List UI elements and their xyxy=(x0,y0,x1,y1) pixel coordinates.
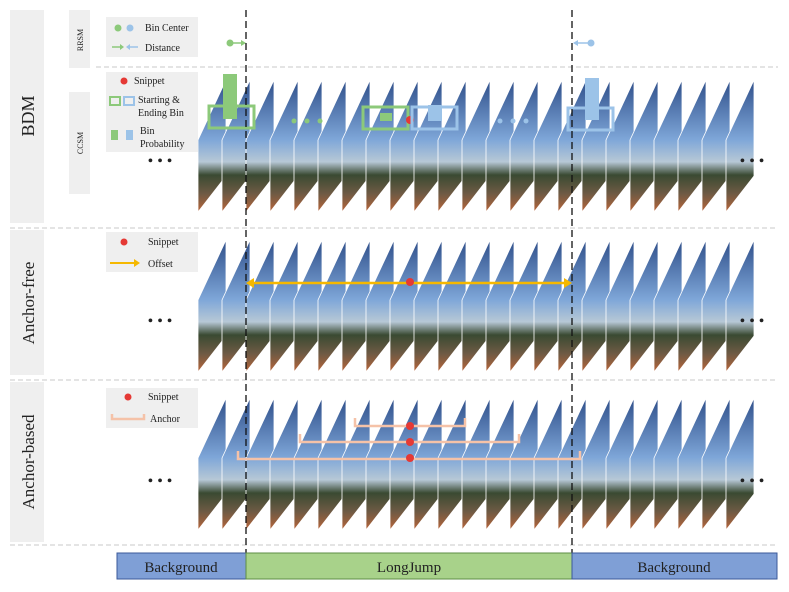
snippet-dot-icon xyxy=(120,77,128,85)
legend-ending-bin-text: Ending Bin xyxy=(138,108,184,119)
timeline-label-background-end: Background xyxy=(637,560,711,576)
end-probability-bar xyxy=(585,78,599,120)
row-label-anchor-based: Anchor-based xyxy=(19,414,38,510)
legend-ccsm xyxy=(106,72,198,152)
legend-anchor-based xyxy=(106,388,198,428)
frame-stack-anchor-free xyxy=(197,239,755,374)
ellipsis-right-anchor-free: • • • xyxy=(740,313,765,330)
snippet-dot-anchor-medium xyxy=(406,438,414,446)
bin-dot xyxy=(291,118,297,124)
video-frame xyxy=(725,79,755,214)
video-frame xyxy=(725,239,755,374)
timeline-segment-background-start xyxy=(116,552,247,580)
ellipsis-right-bdm: • • • xyxy=(740,153,765,170)
start-probability-bar xyxy=(223,74,237,119)
legend-anchor-text: Anchor xyxy=(150,414,181,425)
row-label-anchor-free: Anchor-free xyxy=(19,262,38,345)
video-frame xyxy=(725,397,755,532)
legend-probability-text: Probability xyxy=(140,139,184,150)
start-bin-box xyxy=(207,104,256,130)
row-label-bdm: BDM xyxy=(18,95,38,136)
snippet-dot-anchor-large xyxy=(406,454,414,462)
snippet-dot-icon xyxy=(124,393,132,401)
legend-offset-text: Offset xyxy=(148,259,173,270)
end-bin-box xyxy=(566,106,615,132)
probability-blue-bar-icon xyxy=(126,130,133,140)
ending-bin-icon xyxy=(123,96,135,106)
offset-right-arrowhead xyxy=(564,278,572,288)
legend-bin-text: Bin xyxy=(140,126,154,137)
offset-left-arrowhead xyxy=(246,278,254,288)
bin-dot xyxy=(304,118,310,124)
legend-bin-center-text: Bin Center xyxy=(145,23,189,34)
legend-anchor-free xyxy=(106,232,198,272)
bin-dot xyxy=(497,118,503,124)
row-label-panel-anchor-free xyxy=(10,230,44,375)
rrsm-start-arrowhead-icon xyxy=(241,40,246,46)
timeline-segment-action xyxy=(245,552,573,580)
snippet-dot-icon xyxy=(120,238,128,246)
sublabel-ccsm: CCSM xyxy=(76,132,85,154)
snippet-start-probability-bar xyxy=(380,113,392,121)
legend-rrsm xyxy=(106,17,198,57)
bin-dot xyxy=(317,118,323,124)
offset-arrowhead-icon xyxy=(134,259,140,267)
bin-dot xyxy=(510,118,516,124)
rrsm-end-arrowhead-icon xyxy=(573,40,578,46)
sublabel-rrsm: RRSM xyxy=(76,29,85,51)
ellipsis-right-anchor-based: • • • xyxy=(740,473,765,490)
probability-green-bar-icon xyxy=(111,130,118,140)
sublabel-panel-ccsm xyxy=(69,92,90,194)
distance-green-arrowhead-icon xyxy=(120,44,124,50)
rrsm-end-bin-center-icon xyxy=(587,39,595,47)
rrsm-start-bin-center-icon xyxy=(226,39,234,47)
legend-snippet-text-bdm: Snippet xyxy=(134,76,165,87)
bin-center-blue-icon xyxy=(126,24,134,32)
legend-snippet-text-anchor-based: Snippet xyxy=(148,392,179,403)
bin-dot xyxy=(523,118,529,124)
starting-bin-icon xyxy=(109,96,121,106)
sublabel-panel-rrsm xyxy=(69,10,90,68)
anchor-bracket-icon xyxy=(110,414,146,421)
snippet-dot-anchor-free xyxy=(406,278,414,286)
ellipsis-left-bdm: • • • xyxy=(148,153,173,170)
ellipsis-left-anchor-based: • • • xyxy=(148,473,173,490)
timeline-segment-background-end xyxy=(571,552,778,580)
row-label-panel-anchor-based xyxy=(10,382,44,542)
row-label-panel-bdm xyxy=(10,10,44,223)
frame-stack-bdm xyxy=(197,79,755,214)
timeline-label-background-start: Background xyxy=(144,560,218,576)
snippet-end-probability-bar xyxy=(428,105,442,121)
legend-starting-text: Starting & xyxy=(138,95,180,106)
frame-stack-anchor-based xyxy=(197,397,755,532)
ellipsis-left-anchor-free: • • • xyxy=(148,313,173,330)
legend-snippet-text-anchor-free: Snippet xyxy=(148,237,179,248)
legend-distance-text: Distance xyxy=(145,43,181,54)
timeline-label-action: LongJump xyxy=(377,560,441,576)
snippet-dot-anchor-small xyxy=(406,422,414,430)
bin-center-green-icon xyxy=(114,24,122,32)
distance-blue-arrowhead-icon xyxy=(126,44,130,50)
